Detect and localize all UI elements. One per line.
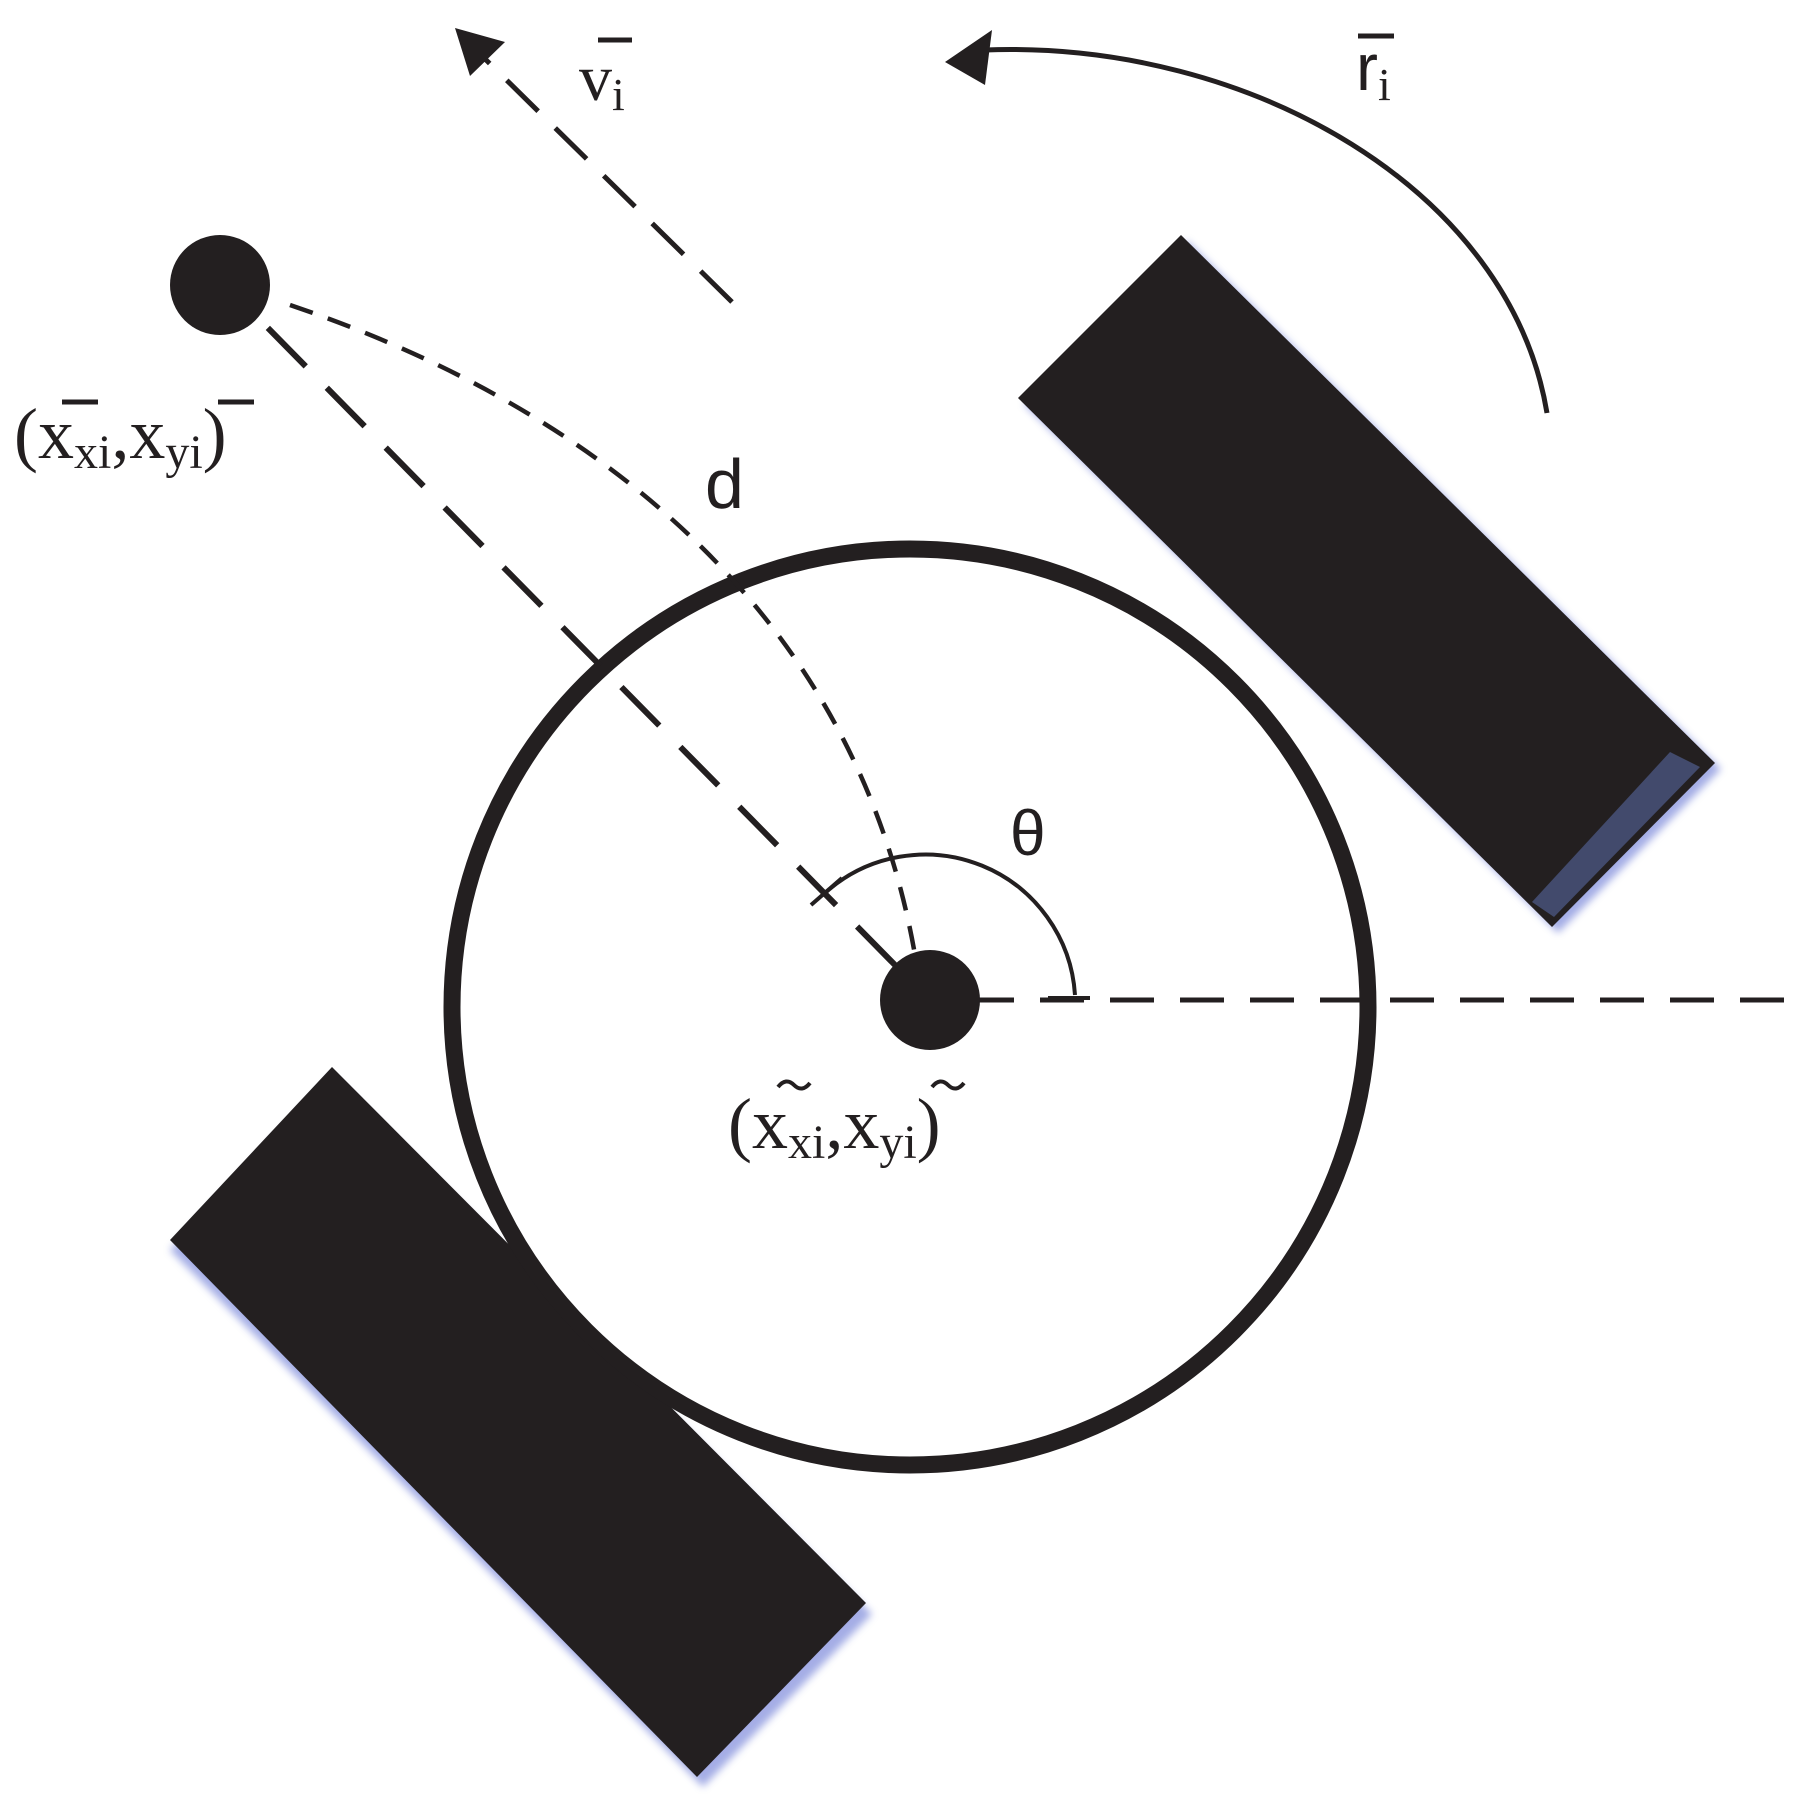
velocity-label: vi	[579, 37, 632, 120]
rotation-arc	[984, 47, 1550, 414]
svg-text:vi: vi	[579, 42, 625, 120]
target-label-x-sub: xi	[74, 426, 111, 479]
center-label-open: (	[728, 1084, 752, 1164]
target-label-close: )	[203, 394, 227, 474]
velocity-arrow-head	[455, 28, 505, 76]
velocity-label-base: v	[579, 42, 612, 115]
target-label-y-base: x	[129, 394, 165, 474]
center-label-close: )	[917, 1084, 941, 1164]
distance-label: d	[705, 445, 744, 523]
velocity-arrow-line	[476, 50, 734, 304]
target-point-label: (xxi,xyi)	[14, 394, 254, 479]
rotation-arrow-head	[945, 30, 992, 85]
left-wheel	[170, 1067, 866, 1777]
center-label-y-base: x	[843, 1084, 879, 1164]
center-label-x-base: x	[752, 1084, 788, 1164]
rotation-label-base: r	[1356, 30, 1378, 104]
right-wheel-highlight	[1532, 752, 1700, 917]
target-label-comma: ,	[111, 394, 129, 474]
target-label-open: (	[14, 394, 38, 474]
angle-label: θ	[1010, 797, 1046, 869]
target-label-x-base: x	[38, 394, 74, 474]
svg-text:ri: ri	[1356, 30, 1391, 110]
center-label-comma: ,	[825, 1084, 843, 1164]
robot-center-point	[880, 950, 980, 1050]
target-label-y-sub: yi	[165, 426, 202, 479]
right-wheel	[1018, 235, 1715, 927]
rotation-label: ri	[1356, 30, 1394, 110]
svg-text:(xxi,xyi): (xxi,xyi)	[14, 394, 227, 479]
svg-text:(xxi,xyi): (xxi,xyi)	[728, 1084, 941, 1169]
curved-path-d	[289, 302, 918, 956]
velocity-label-sub: i	[612, 69, 625, 120]
center-label-x-sub: xi	[788, 1116, 825, 1169]
robot-center-label: (xxi,xyi)	[728, 1079, 966, 1169]
theta-arc-tick-left	[809, 876, 844, 907]
theta-arc	[823, 852, 1077, 996]
target-point	[170, 235, 270, 335]
center-label-y-sub: yi	[879, 1116, 916, 1169]
rotation-label-sub: i	[1378, 59, 1391, 110]
center-to-target-line	[262, 322, 898, 968]
